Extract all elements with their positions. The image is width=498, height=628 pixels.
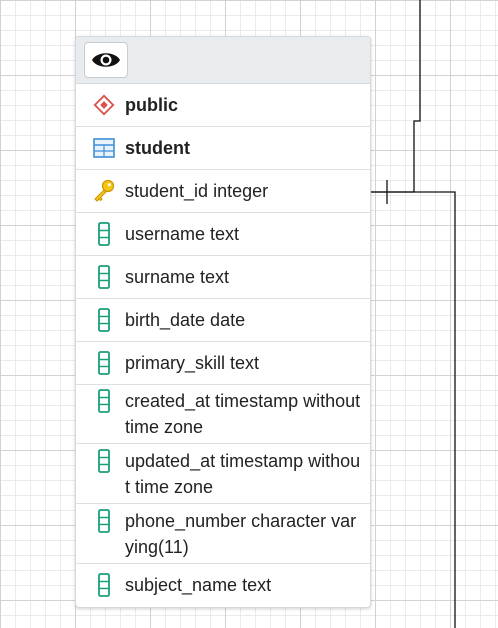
column-label: student_id integer [125,181,269,201]
schema-row: public [76,84,370,127]
column-icon [92,264,116,290]
table-icon [92,135,116,161]
column-row[interactable]: subject_name text [76,564,370,607]
column-label: created_at timestamp without time zone [125,391,361,437]
column-label: subject_name text [125,575,272,595]
show-details-button[interactable] [84,42,128,78]
schema-icon [92,92,116,118]
column-icon [92,572,116,598]
column-row[interactable]: username text [76,213,370,256]
column-label: updated_at timestamp without time zone [125,451,361,497]
column-icon [92,307,116,333]
column-row[interactable]: student_id integer [76,170,370,213]
column-row[interactable]: phone_number character varying(11) [76,504,370,564]
column-row[interactable]: surname text [76,256,370,299]
column-row[interactable]: birth_date date [76,299,370,342]
column-icon [92,388,116,414]
primary-key-icon [92,178,116,204]
table-node-student[interactable]: public student student_id [75,36,371,608]
table-name: student [125,138,190,158]
column-icon [92,508,116,534]
column-row[interactable]: updated_at timestamp without time zone [76,444,370,504]
relationship-link-upper[interactable] [369,0,421,193]
column-icon [92,350,116,376]
column-label: birth_date date [125,310,246,330]
column-label: surname text [125,267,230,287]
column-icon [92,448,116,474]
column-icon [92,221,116,247]
column-label: username text [125,224,240,244]
relationship-link-lower[interactable] [369,191,456,628]
table-name-row: student [76,127,370,170]
column-row[interactable]: primary_skill text [76,342,370,385]
table-node-toolbar [76,37,370,84]
column-row[interactable]: created_at timestamp without time zone [76,385,370,444]
column-label: primary_skill text [125,353,260,373]
schema-name: public [125,95,178,115]
column-label: phone_number character varying(11) [125,511,357,557]
eye-icon [92,53,120,67]
